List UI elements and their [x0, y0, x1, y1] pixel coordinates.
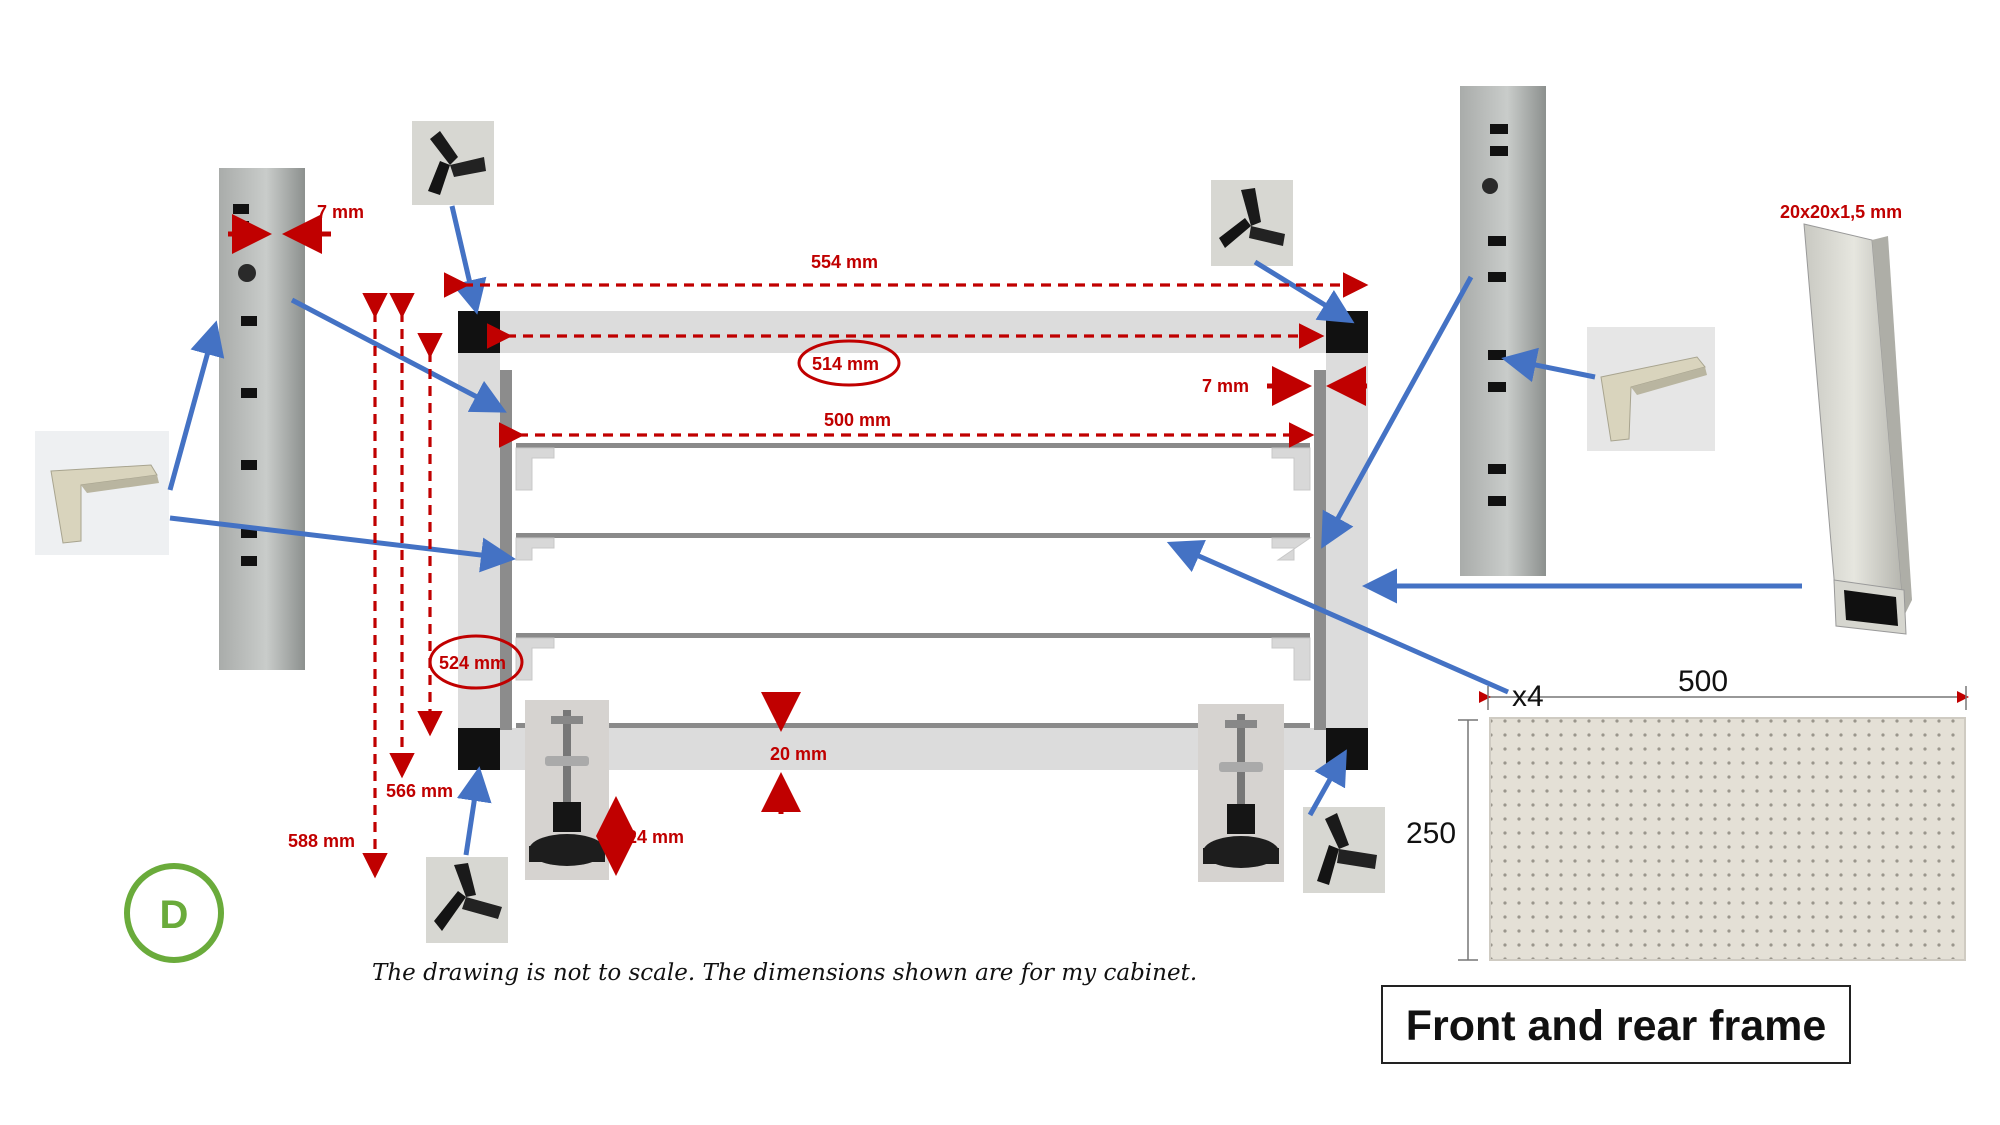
- corner-top-left: [458, 311, 500, 353]
- dimension-labels: 7 mm 554 mm 514 mm 7 mm 500 mm 524 mm 56…: [288, 202, 1902, 851]
- angle-bracket-icon: [35, 431, 169, 555]
- panel-count: x4: [1512, 680, 1544, 713]
- label-tube-profile: 20x20x1,5 mm: [1780, 202, 1902, 222]
- label-rail-width: 500 mm: [824, 410, 891, 430]
- left-upright-strip: [500, 370, 512, 730]
- shelf-rail-4: [516, 723, 1310, 728]
- scale-note: The drawing is not to scale. The dimensi…: [372, 960, 1197, 986]
- top-rail: [458, 311, 1368, 353]
- corner-connector-icon: [1211, 180, 1293, 266]
- corner-connector-icon: [412, 121, 494, 205]
- square-tube-icon: [1803, 223, 1912, 635]
- corner-bottom-right: [1326, 728, 1368, 770]
- highlight-524: [428, 634, 524, 690]
- panel-width: 500: [1678, 665, 1728, 698]
- perforated-panel-icon: [1489, 717, 1966, 961]
- slotted-upright-icon: [219, 168, 305, 670]
- shelf-rail-1: [516, 443, 1310, 448]
- badge-letter: D: [160, 893, 189, 937]
- angle-bracket-icon: [1587, 327, 1715, 451]
- label-inner-width: 514 mm: [812, 354, 879, 374]
- title-box: Front and rear frame: [1381, 985, 1851, 1064]
- corner-connector-icon: [426, 857, 508, 943]
- pointer-arrows: [167, 205, 1802, 856]
- label-upright-gap: 7 mm: [317, 202, 364, 222]
- corner-connector-icon: [1303, 807, 1385, 893]
- shelf-rail-2: [516, 533, 1310, 538]
- dimension-lines: [228, 214, 1369, 879]
- panel-height: 250: [1406, 817, 1456, 850]
- section-badge: D: [124, 863, 224, 963]
- page-title: Front and rear frame: [1406, 1002, 1827, 1050]
- label-inner-height: 524 mm: [439, 653, 506, 673]
- label-outer-width: 554 mm: [811, 252, 878, 272]
- leveling-foot-icon: [525, 700, 609, 880]
- leveling-foot-icon: [1198, 704, 1284, 882]
- highlight-514: [797, 339, 901, 387]
- label-frame-gap: 7 mm: [1202, 376, 1249, 396]
- right-upright-strip: [1314, 370, 1326, 730]
- label-mid-height: 566 mm: [386, 781, 453, 801]
- corner-top-right: [1326, 311, 1368, 353]
- label-outer-height: 588 mm: [288, 831, 355, 851]
- corner-bottom-left: [458, 728, 500, 770]
- label-foot-height: 24 mm: [627, 827, 684, 847]
- bracket-stubs: [515, 447, 1312, 681]
- shelf-rail-3: [516, 633, 1310, 638]
- panel-labels: x4 500 250: [1406, 665, 1728, 850]
- panel-dimension-lines: [1458, 686, 1969, 961]
- slotted-upright-icon: [1460, 86, 1546, 576]
- label-tube-height: 20 mm: [770, 744, 827, 764]
- right-post: [1326, 311, 1368, 770]
- left-post: [458, 311, 500, 770]
